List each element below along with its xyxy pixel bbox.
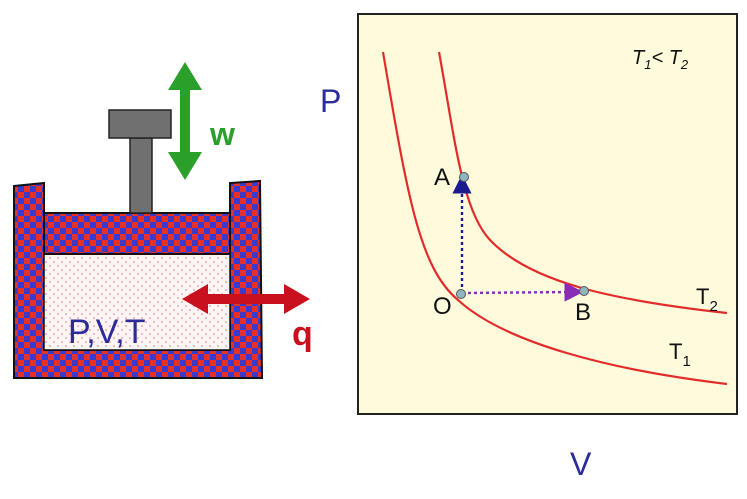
point-label-b: B: [575, 299, 591, 326]
curve-label-t1: T1: [669, 339, 691, 370]
isotherm-t1: [381, 51, 728, 386]
piston-rod: [129, 137, 153, 214]
x-axis-label: V: [570, 446, 592, 482]
isotherm-t2: [437, 51, 728, 315]
point-o: [456, 289, 466, 299]
y-axis-label: P: [320, 83, 341, 119]
heat-label: q: [292, 315, 313, 353]
work-label: w: [209, 116, 235, 152]
piston-head: [43, 212, 231, 255]
cylinder-apparatus: P,V,T w q: [13, 62, 313, 379]
heat-arrow: [182, 284, 310, 314]
work-arrow: [168, 62, 202, 180]
pv-plot: P V T1< T2 T2 T1 A O B: [320, 13, 738, 482]
piston-handle: [108, 109, 172, 139]
point-label-a: A: [434, 164, 450, 191]
curve-label-t2: T2: [696, 284, 718, 315]
process-arrow-o-to-b: [461, 282, 584, 302]
point-a: [459, 172, 469, 182]
point-label-o: O: [433, 293, 452, 320]
point-b: [579, 286, 589, 296]
temperature-condition: T1< T2: [632, 47, 689, 72]
contents-label: P,V,T: [68, 313, 146, 351]
